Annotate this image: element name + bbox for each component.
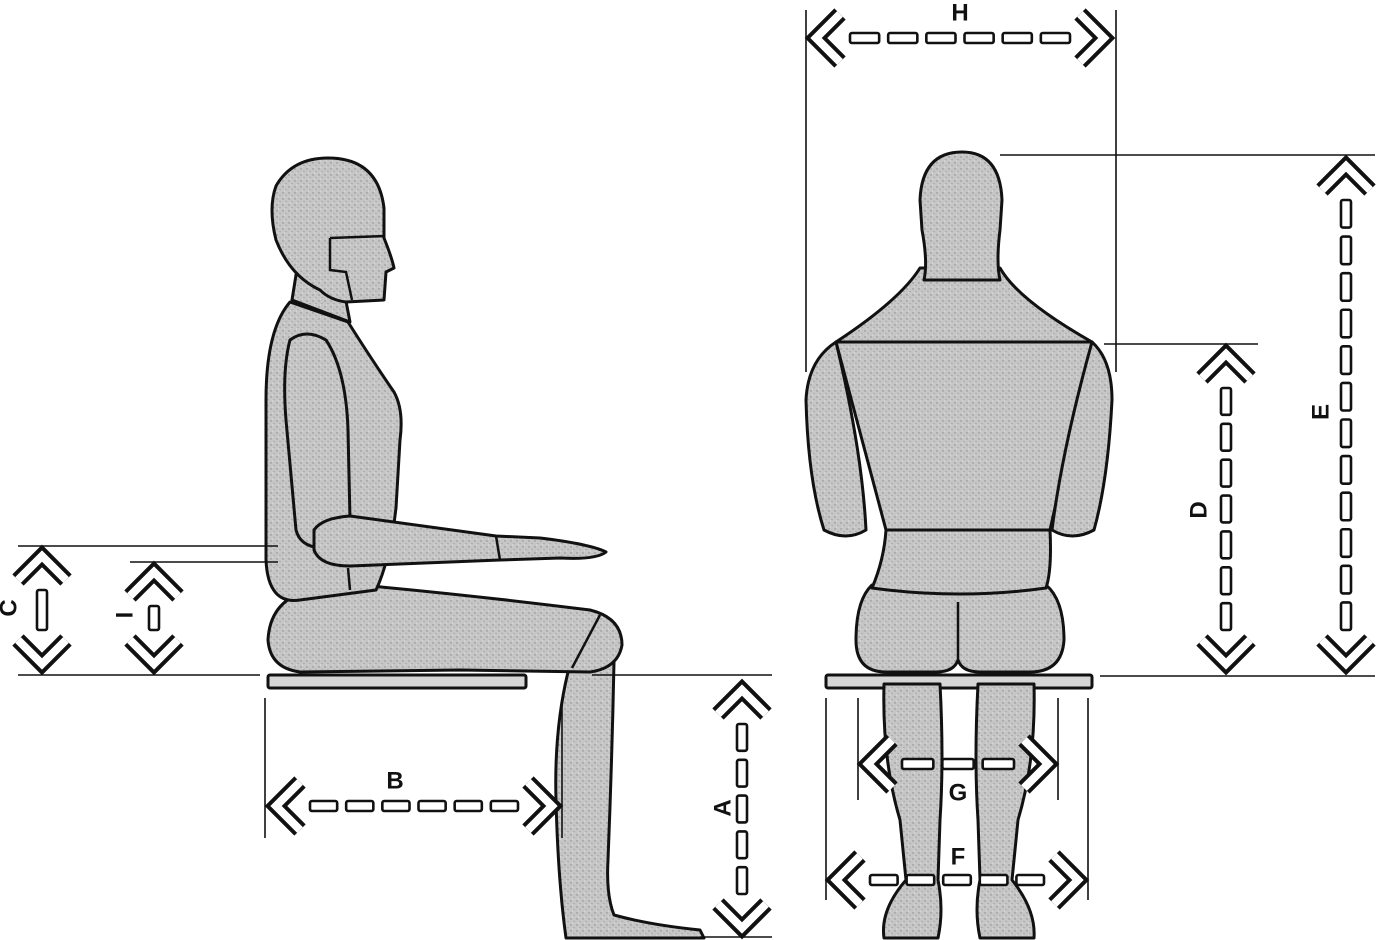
dim-e-dash bbox=[1339, 198, 1353, 229]
front-torso bbox=[834, 340, 1094, 532]
label-g: G bbox=[949, 779, 968, 806]
dim-d-dash bbox=[1219, 530, 1233, 560]
dim-b-arrow-right bbox=[525, 779, 558, 833]
dim-b-dash bbox=[417, 799, 447, 813]
dim-e-dash bbox=[1339, 454, 1353, 485]
dim-c-arrow-bottom bbox=[15, 637, 69, 670]
dim-a-dash bbox=[735, 722, 749, 753]
side-wrist bbox=[494, 535, 502, 561]
front-shoulders bbox=[834, 266, 1094, 344]
front-waist bbox=[870, 528, 1052, 596]
dim-f-dash bbox=[1015, 873, 1046, 887]
dim-b-dash bbox=[381, 799, 411, 813]
dim-h-dash bbox=[963, 31, 995, 45]
dim-h-dash bbox=[925, 31, 957, 45]
dim-g-arrow-right bbox=[1021, 737, 1054, 791]
dim-a-arrow-top bbox=[715, 684, 769, 717]
dim-e-dash bbox=[1339, 308, 1353, 339]
dim-d-dash bbox=[1219, 386, 1233, 417]
dimension-labels: A B C D E F G H I bbox=[0, 0, 1334, 870]
dim-e-dash bbox=[1339, 491, 1353, 522]
dim-f-arrow-left bbox=[830, 853, 863, 907]
dim-d-dash bbox=[1219, 494, 1233, 524]
dim-f-dash bbox=[941, 873, 973, 887]
dim-d-arrow-bottom bbox=[1199, 637, 1253, 670]
dim-e-arrow-top bbox=[1319, 160, 1373, 193]
label-a: A bbox=[709, 799, 736, 816]
label-i: I bbox=[111, 612, 138, 619]
dim-a-dash bbox=[735, 865, 749, 896]
dim-e-dash bbox=[1339, 235, 1353, 266]
dim-h-arrow-right bbox=[1077, 11, 1110, 65]
label-f: F bbox=[951, 843, 966, 870]
dim-c-arrow-top bbox=[15, 550, 69, 583]
dim-g-dash bbox=[900, 757, 935, 771]
dim-c-dash bbox=[35, 588, 49, 632]
dim-g-dash bbox=[941, 757, 975, 771]
dim-a-arrow-bottom bbox=[715, 901, 769, 934]
dim-b-dash bbox=[344, 799, 375, 813]
dim-g-dash bbox=[981, 757, 1016, 771]
side-face-mask bbox=[328, 234, 385, 301]
dim-a-dash bbox=[735, 794, 749, 824]
dim-b-arrow-left bbox=[270, 779, 303, 833]
dim-f-dash bbox=[868, 873, 899, 887]
dim-h-dash bbox=[886, 31, 919, 45]
front-left-arm bbox=[804, 340, 868, 538]
front-right-leg bbox=[974, 682, 1036, 940]
dim-f-dash bbox=[905, 873, 936, 887]
front-seat bbox=[824, 673, 1094, 690]
dim-f-arrow-right bbox=[1051, 853, 1084, 907]
front-view bbox=[804, 10, 1375, 940]
dim-e-dash bbox=[1339, 527, 1353, 559]
dim-e-arrow-bottom bbox=[1319, 637, 1373, 670]
dim-e-dash bbox=[1339, 381, 1353, 412]
front-head bbox=[918, 150, 1004, 282]
side-hip-line bbox=[346, 567, 352, 591]
label-h: H bbox=[951, 0, 968, 26]
dim-e-dash bbox=[1339, 601, 1353, 632]
dimension-arrows bbox=[12, 8, 1376, 940]
dim-i-arrow-top bbox=[127, 566, 181, 599]
dim-a-dash bbox=[735, 830, 749, 860]
dim-e-dash bbox=[1339, 418, 1353, 449]
dim-i-dash bbox=[147, 604, 161, 632]
dim-f-dash bbox=[978, 873, 1009, 887]
label-c: C bbox=[0, 599, 22, 616]
label-b: B bbox=[386, 767, 403, 794]
dim-d-dash bbox=[1219, 601, 1233, 632]
dim-h-dash bbox=[1039, 31, 1072, 45]
dim-i-arrow-bottom bbox=[127, 637, 181, 670]
label-e: E bbox=[1307, 404, 1334, 420]
dim-a-dash bbox=[735, 758, 749, 788]
dim-e-dash bbox=[1339, 345, 1353, 376]
side-knee-line bbox=[570, 614, 602, 669]
front-hips bbox=[854, 583, 1066, 674]
dim-h-dash bbox=[848, 31, 881, 45]
front-right-arm bbox=[1050, 340, 1114, 538]
dim-b-dash bbox=[308, 799, 339, 813]
side-view bbox=[18, 156, 772, 940]
dim-h-dash bbox=[1001, 31, 1034, 45]
front-left-leg bbox=[881, 682, 944, 940]
dim-d-arrow-top bbox=[1199, 348, 1253, 381]
label-d: D bbox=[1185, 501, 1212, 518]
dim-d-dash bbox=[1219, 422, 1233, 453]
side-seat bbox=[266, 673, 528, 690]
side-head bbox=[270, 156, 396, 304]
dim-e-dash bbox=[1339, 564, 1353, 595]
dim-d-dash bbox=[1219, 458, 1233, 488]
dim-g-arrow-left bbox=[862, 737, 895, 791]
dim-b-dash bbox=[453, 799, 484, 813]
dim-b-dash bbox=[489, 799, 520, 813]
side-lower-leg bbox=[554, 660, 706, 940]
dim-h-arrow-left bbox=[810, 11, 843, 65]
dim-e-dash bbox=[1339, 271, 1353, 303]
dim-d-dash bbox=[1219, 565, 1233, 596]
side-forearm bbox=[312, 514, 608, 568]
